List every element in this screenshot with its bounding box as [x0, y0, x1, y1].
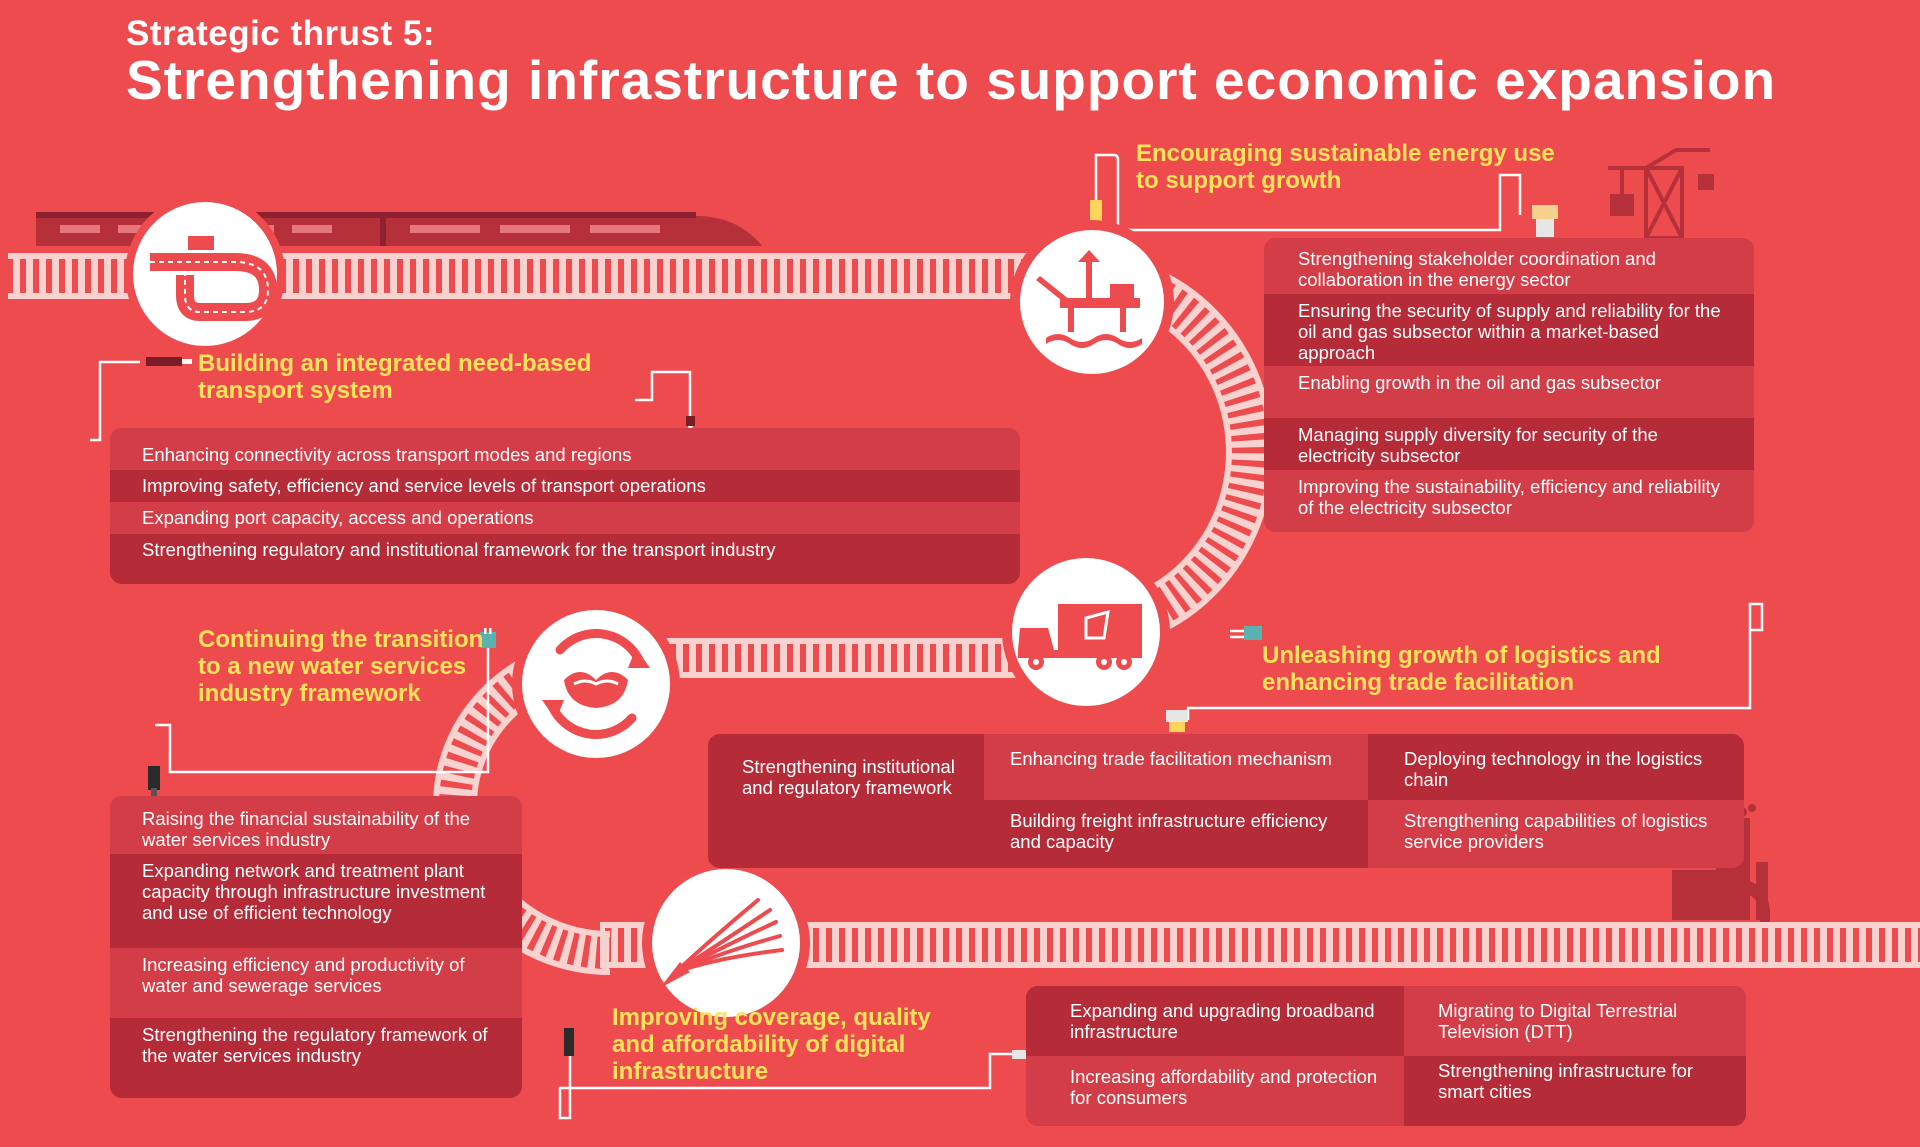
transport-initiatives: Enhancing connectivity across transport …	[110, 428, 1020, 584]
cable-plug-icon	[146, 200, 1558, 1059]
delivery-truck-icon	[1002, 548, 1170, 716]
page-kicker: Strategic thrust 5:	[126, 14, 435, 53]
digital-heading: Improving coverage, quality and affordab…	[612, 1004, 931, 1085]
water-heading: Continuing the transition to a new water…	[198, 626, 484, 707]
water-initiatives: Raising the financial sustainability of …	[110, 796, 522, 1098]
list-item: Managing supply diversity for security o…	[1264, 418, 1754, 470]
energy-initiatives: Strengthening stakeholder coordination a…	[1264, 238, 1754, 532]
list-item: Strengthening stakeholder coordination a…	[1264, 238, 1754, 294]
list-item: Improving the sustainability, efficiency…	[1264, 470, 1754, 532]
list-item: Enhancing connectivity across transport …	[110, 428, 1020, 470]
list-item: Enabling growth in the oil and gas subse…	[1264, 366, 1754, 418]
water-cycle-icon	[512, 600, 680, 768]
grid-cell: Enhancing trade facilitation mechanism	[984, 734, 1368, 800]
grid-cell: Strengthening infrastructure for smart c…	[1404, 1056, 1746, 1126]
transport-heading: Building an integrated need-based transp…	[198, 350, 592, 404]
grid-cell: Increasing affordability and protection …	[1026, 1056, 1404, 1126]
list-item: Expanding network and treatment plant ca…	[110, 854, 522, 948]
logistics-heading: Unleashing growth of logistics and enhan…	[1262, 642, 1661, 696]
fibre-optic-icon	[642, 859, 810, 1027]
energy-heading: Encouraging sustainable energy use to su…	[1136, 140, 1555, 194]
grid-cell: Strengthening institutional and regulato…	[708, 734, 984, 868]
digital-initiatives: Expanding and upgrading broadband infras…	[1026, 986, 1746, 1126]
list-item: Increasing efficiency and productivity o…	[110, 948, 522, 1018]
grid-cell: Strengthening capabilities of logistics …	[1368, 800, 1744, 868]
list-item: Improving safety, efficiency and service…	[110, 470, 1020, 502]
list-item: Strengthening the regulatory framework o…	[110, 1018, 522, 1098]
list-item: Expanding port capacity, access and oper…	[110, 502, 1020, 534]
grid-cell: Deploying technology in the logistics ch…	[1368, 734, 1744, 800]
oil-platform-icon	[1010, 220, 1174, 384]
road-junction-icon	[125, 194, 285, 354]
grid-cell: Building freight infrastructure efficien…	[984, 800, 1368, 868]
page-title: Strengthening infrastructure to support …	[126, 49, 1777, 111]
list-item: Raising the financial sustainability of …	[110, 796, 522, 854]
grid-cell: Migrating to Digital Terrestrial Televis…	[1404, 986, 1746, 1056]
logistics-initiatives: Strengthening institutional and regulato…	[708, 734, 1744, 868]
list-item: Strengthening regulatory and institution…	[110, 534, 1020, 584]
list-item: Ensuring the security of supply and reli…	[1264, 294, 1754, 366]
track-bottom	[600, 922, 1920, 968]
grid-cell: Expanding and upgrading broadband infras…	[1026, 986, 1404, 1056]
